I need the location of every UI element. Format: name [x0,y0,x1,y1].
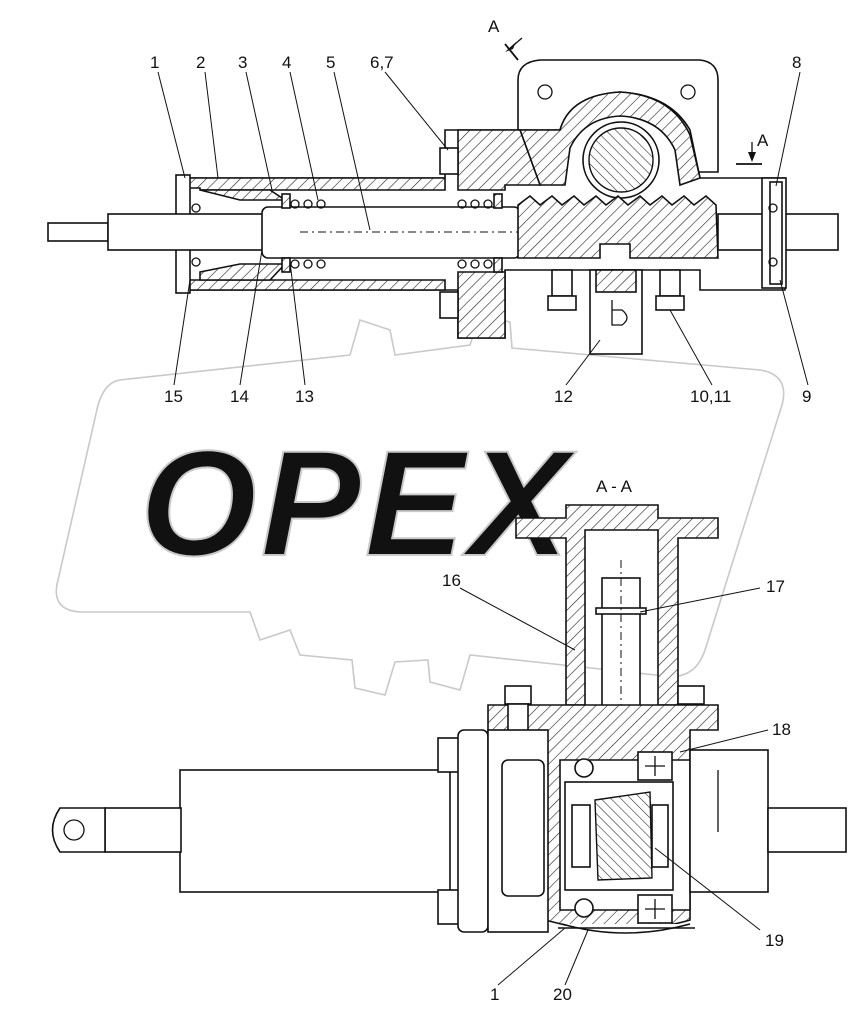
callout-8: 8 [792,53,801,72]
section-marker-top: A [488,17,523,61]
callout-15: 15 [164,387,183,406]
callout-1-bottom: 1 [490,985,499,1004]
callout-3: 3 [238,53,247,72]
callout-20: 20 [553,985,572,1004]
callout-18: 18 [772,720,791,739]
callout-2: 2 [196,53,205,72]
callout-17: 17 [766,577,785,596]
callout-4: 4 [282,53,291,72]
callout-6-7: 6,7 [370,53,394,72]
callout-5: 5 [326,53,335,72]
section-a-a-view: A - A [51,477,847,934]
callout-9: 9 [802,387,811,406]
callout-1: 1 [150,53,159,72]
section-view-title: A - A [596,477,633,496]
leader-lines [157,71,809,986]
section-letter-a-right: A [757,131,769,150]
callout-13: 13 [295,387,314,406]
top-assembly-section [47,59,839,355]
callout-16: 16 [442,571,461,590]
watermark-text: OPEX [140,419,577,587]
section-marker-right: A [736,131,769,165]
callout-10-11: 10,11 [690,387,731,406]
section-letter-a-top: A [488,17,500,36]
callout-19: 19 [765,931,784,950]
watermark-logo: OPEX [55,314,785,696]
callout-labels: 1 2 3 4 5 6,7 8 9 10,11 12 13 14 15 16 1… [150,53,811,1004]
spring-left [281,193,326,273]
callout-12: 12 [554,387,573,406]
spring-right [457,193,503,273]
callout-14: 14 [230,387,249,406]
